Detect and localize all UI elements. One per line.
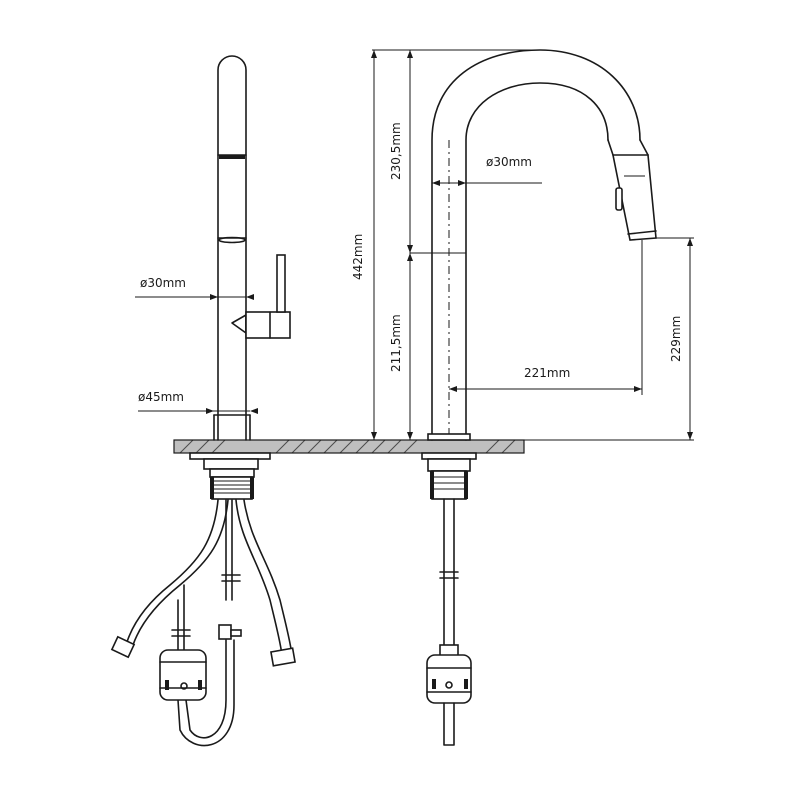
faucet-front-view (421, 49, 657, 746)
reach-label: 221mm (524, 366, 570, 380)
front-dimensions: 442mm 230,5mm 211,5mm ø30mm 221mm 229mm (351, 49, 694, 441)
side-base-diameter-label: ø45mm (138, 390, 184, 404)
side-dimensions: ø30mm ø45mm (135, 276, 258, 414)
faucet-side-view (110, 55, 296, 747)
upper-height-label: 230,5mm (389, 122, 403, 180)
countertop (173, 439, 525, 454)
spout-clearance-label: 229mm (669, 316, 683, 362)
lower-height-label: 211,5mm (389, 314, 403, 372)
side-spout-diameter-label: ø30mm (140, 276, 186, 290)
front-spout-diameter-label: ø30mm (486, 155, 532, 169)
hose-weight (159, 649, 207, 701)
supply-hoses (110, 499, 296, 747)
threaded-shank (210, 476, 254, 500)
front-threaded-shank (430, 470, 468, 500)
total-height-label: 442mm (351, 234, 365, 280)
lever-handle (231, 254, 291, 339)
front-hose-weight (426, 654, 472, 704)
spray-head (607, 139, 657, 241)
